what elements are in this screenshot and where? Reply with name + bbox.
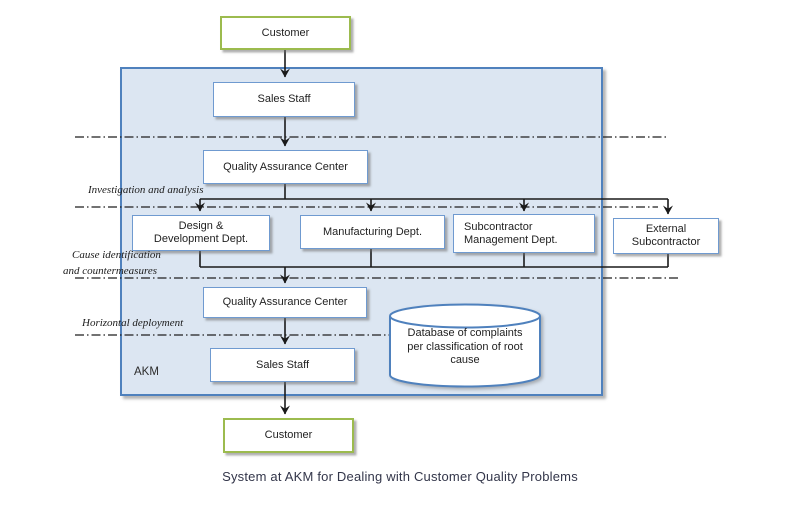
database-cylinder: Database of complaints per classificatio… xyxy=(388,303,542,389)
design-dept-line1: Design & xyxy=(178,220,224,232)
node-qa-center-top: Quality Assurance Center xyxy=(203,150,368,184)
node-customer-bottom-label: Customer xyxy=(264,429,313,441)
node-sales-staff-bottom: Sales Staff xyxy=(210,348,355,382)
external-subcontractor-line2: Subcontractor xyxy=(631,236,701,248)
node-sales-staff-top-label: Sales Staff xyxy=(257,93,311,105)
node-customer-top-label: Customer xyxy=(261,26,310,39)
node-manufacturing-dept: Manufacturing Dept. xyxy=(300,215,445,249)
node-customer-top: Customer xyxy=(220,16,351,50)
stage-divider-lines xyxy=(75,136,678,336)
stage-label-investigation: Investigation and analysis xyxy=(88,184,204,196)
node-qa-center-top-label: Quality Assurance Center xyxy=(223,160,348,173)
flow-arrows xyxy=(195,46,673,415)
subcontractor-dept-line1: Subcontractor xyxy=(464,220,533,233)
manufacturing-dept-label: Manufacturing Dept. xyxy=(322,225,423,238)
node-design-development-dept: Design & Development Dept. xyxy=(132,215,270,251)
node-customer-bottom: Customer xyxy=(223,418,354,453)
database-cylinder-shape xyxy=(389,303,541,388)
subcontractor-dept-line2: Management Dept. xyxy=(464,233,558,246)
node-qa-center-bottom-label: Quality Assurance Center xyxy=(222,296,348,308)
stage-label-horizontal: Horizontal deployment xyxy=(82,317,184,329)
database-label-line3: cause xyxy=(450,354,480,366)
database-label-line2: per classification of root xyxy=(407,340,523,353)
database-label-line1: Database of complaints xyxy=(407,327,523,339)
design-dept-line2: Development Dept. xyxy=(153,233,249,245)
akm-label: AKM xyxy=(134,366,159,378)
node-subcontractor-management-dept: Subcontractor Management Dept. xyxy=(453,214,595,253)
node-sales-staff-bottom-label: Sales Staff xyxy=(256,358,309,371)
figure-caption: System at AKM for Dealing with Customer … xyxy=(222,469,578,484)
database-label: Database of complaints per classificatio… xyxy=(388,327,542,368)
stage-label-cause-line2: and countermeasures xyxy=(63,265,157,277)
node-qa-center-bottom: Quality Assurance Center xyxy=(203,287,367,318)
stage-label-cause-line1: Cause identification xyxy=(72,249,161,261)
external-subcontractor-line1: External xyxy=(645,223,687,235)
node-sales-staff-top: Sales Staff xyxy=(213,82,355,117)
node-external-subcontractor: External Subcontractor xyxy=(613,218,719,254)
